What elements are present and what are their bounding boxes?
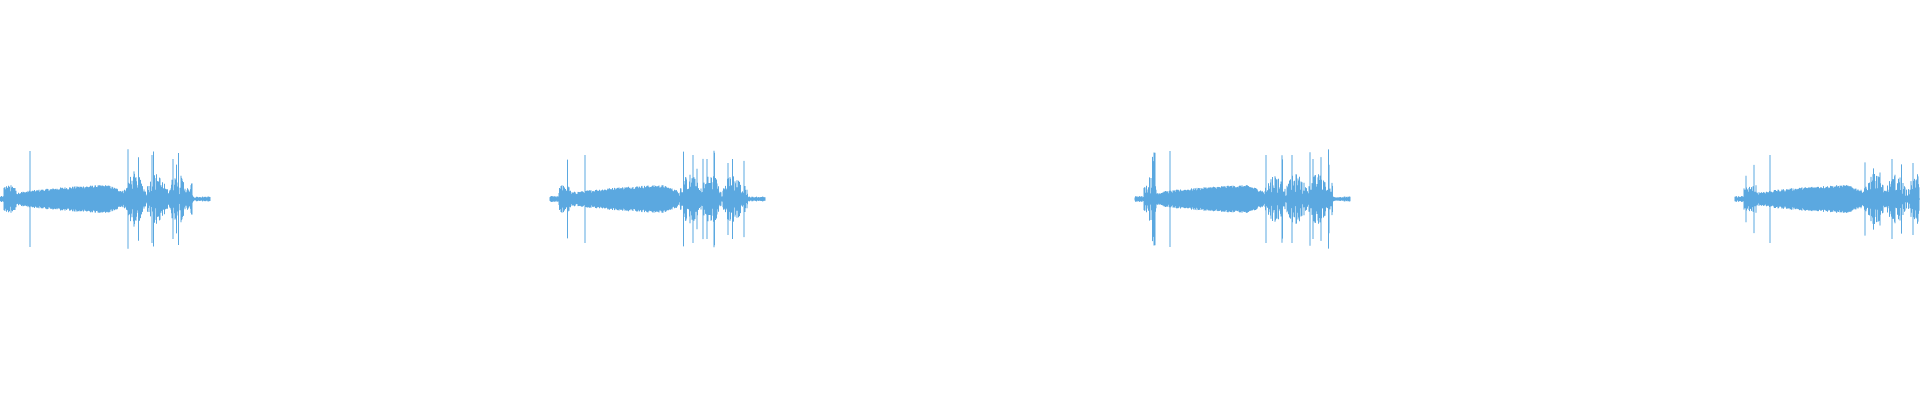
waveform-clip[interactable] [1734,155,1920,243]
waveform-clip[interactable] [1134,149,1351,249]
waveform-clip[interactable] [549,150,766,248]
waveform-clip[interactable] [0,149,211,249]
